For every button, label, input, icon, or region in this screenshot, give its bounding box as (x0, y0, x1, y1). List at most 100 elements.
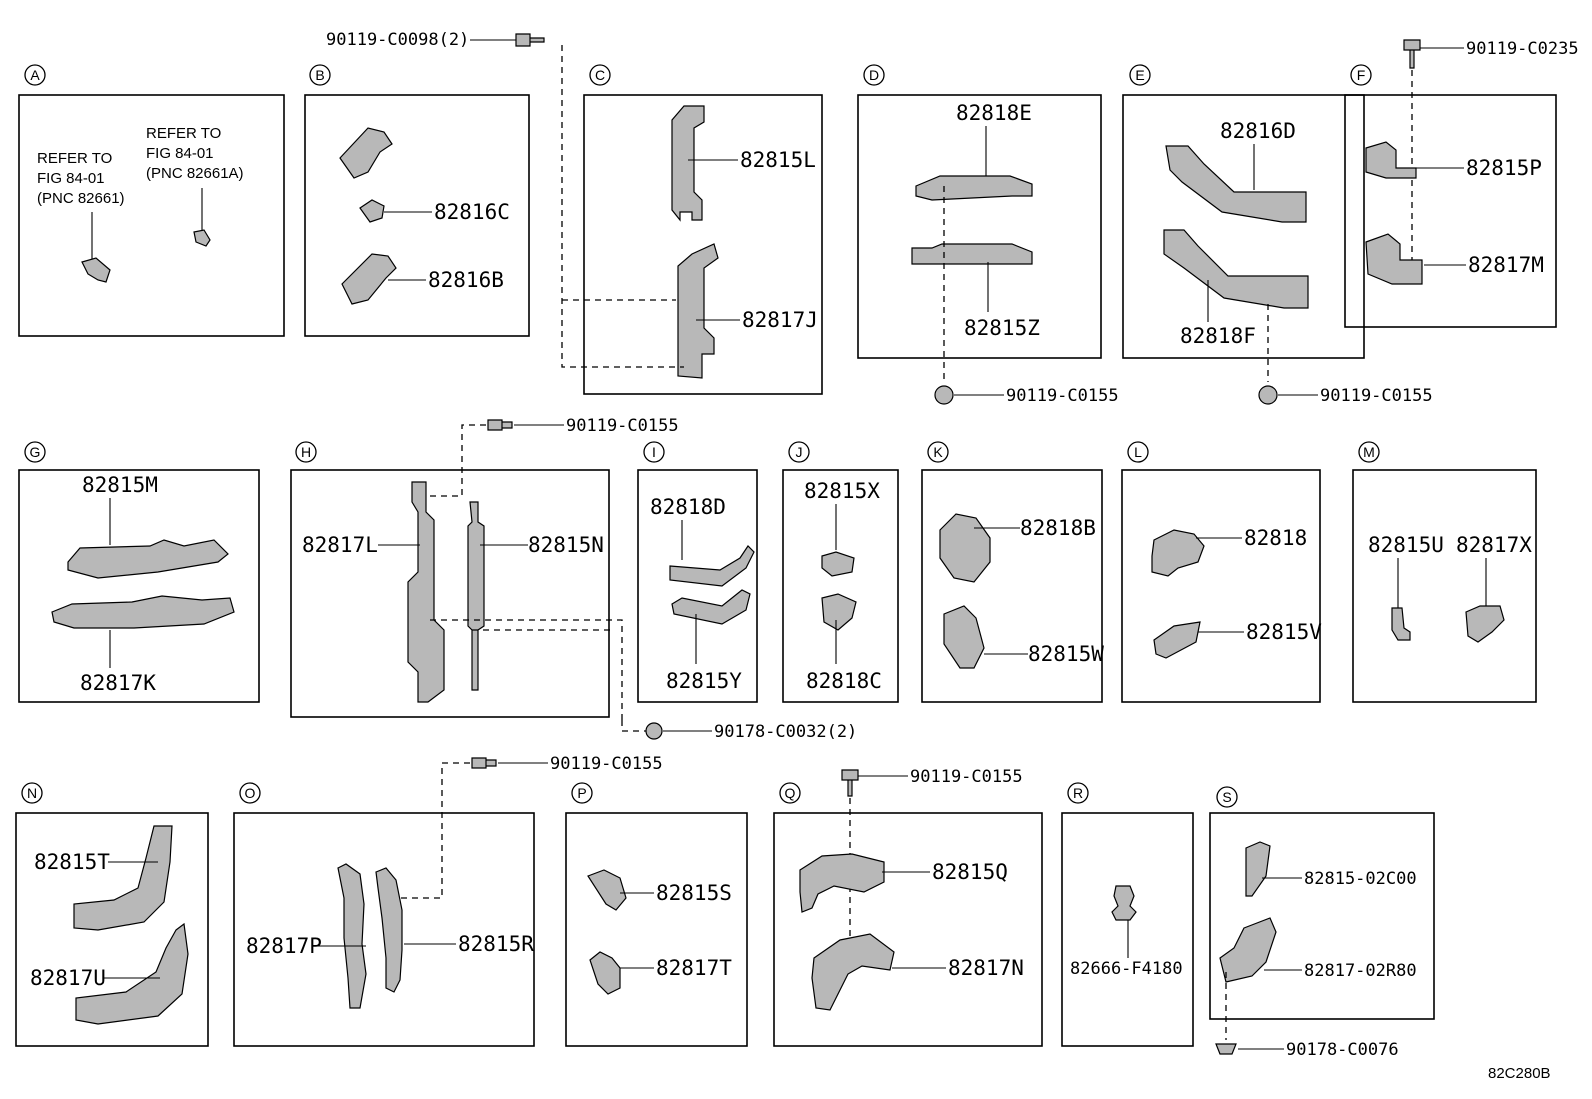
svg-text:E: E (1135, 67, 1144, 83)
svg-text:B: B (315, 67, 324, 83)
bracket-part-82817m (1365, 233, 1423, 285)
section-q-content: 90119-C0155 82815Q 82817N (799, 767, 1024, 1011)
fastener-label-90119-c0098: 90119-C0098(2) (326, 30, 469, 50)
section-letter-h: H (295, 441, 317, 463)
section-letter-l: L (1127, 441, 1149, 463)
label-82815y: 82815Y (666, 669, 742, 693)
bracket-part-82815q (799, 853, 885, 913)
bracket-part-82815-02c00 (1245, 841, 1271, 897)
box-g (18, 469, 260, 703)
section-letter-p: P (571, 782, 593, 804)
label-82815x: 82815X (804, 479, 880, 503)
box-i (637, 469, 758, 703)
bracket-part-82815y (671, 589, 751, 625)
section-letter-i: I (643, 441, 665, 463)
bolt-icon-e (1258, 385, 1278, 405)
bracket-part-82817l (407, 481, 445, 703)
bracket-part-82818f (1163, 229, 1309, 309)
svg-text:K: K (933, 444, 943, 460)
label-82818e: 82818E (956, 101, 1032, 125)
section-r-content: 82666-F4180 (1070, 885, 1183, 979)
section-letter-c: C (589, 64, 611, 86)
bolt-icon-o (471, 757, 497, 769)
section-a-content: REFER TO FIG 84-01 (PNC 82661) REFER TO … (37, 125, 244, 283)
box-k (921, 469, 1103, 703)
box-h (290, 469, 610, 718)
svg-text:M: M (1363, 444, 1375, 460)
label-82817u: 82817U (30, 966, 106, 990)
label-82815p: 82815P (1466, 156, 1542, 180)
box-j (782, 469, 899, 703)
box-c (583, 94, 823, 395)
section-letter-d: D (863, 64, 885, 86)
fastener-label-90178-c0076: 90178-C0076 (1286, 1040, 1399, 1060)
bracket-part-82815m (67, 539, 229, 579)
label-82817l: 82817L (302, 533, 378, 557)
bracket-part-82817p (337, 863, 367, 1009)
box-p (565, 812, 748, 1047)
section-f-content: 90119-C0235 82815P 82817M (1365, 39, 1579, 285)
label-82815t: 82815T (34, 850, 110, 874)
label-82818b: 82818B (1020, 516, 1096, 540)
section-letter-q: Q (779, 782, 801, 804)
box-n (15, 812, 209, 1047)
section-letter-a: A (24, 64, 46, 86)
svg-text:N: N (27, 785, 37, 801)
bracket-part-82818d (669, 545, 755, 587)
fastener-label-e: 90119-C0155 (1320, 386, 1433, 406)
section-letter-k: K (927, 441, 949, 463)
label-82817-02r80: 82817-02R80 (1304, 961, 1417, 981)
svg-text:F: F (1357, 67, 1366, 83)
section-d-content: 82818E 82815Z 90119-C0155 (911, 101, 1119, 406)
svg-text:I: I (652, 444, 656, 460)
bracket-part-82816d (1165, 145, 1307, 223)
bracket-part-82815n (467, 501, 485, 691)
label-82818f: 82818F (1180, 324, 1256, 348)
section-s-content: 82815-02C00 82817-02R80 90178-C0076 (1215, 841, 1417, 1060)
section-letter-g: G (24, 441, 46, 463)
section-letter-j: J (788, 441, 810, 463)
bracket-part-82816b (341, 253, 397, 305)
section-p-content: 82815S 82817T (587, 869, 732, 995)
label-82818d: 82818D (650, 495, 726, 519)
bracket-part-82817x (1465, 605, 1505, 643)
label-82815v: 82815V (1246, 620, 1322, 644)
section-letter-b: B (309, 64, 331, 86)
clip-part-a2 (193, 229, 211, 247)
bracket-part-82815r (375, 867, 403, 993)
svg-text:A: A (30, 67, 40, 83)
section-letter-f: F (1350, 64, 1372, 86)
box-d (857, 94, 1102, 359)
box-l (1121, 469, 1321, 703)
bracket-part-82815l (671, 105, 705, 222)
section-m-content: 82815U 82817X (1368, 533, 1532, 643)
bracket-part-82817-02r80 (1219, 917, 1277, 983)
svg-text:J: J (796, 444, 803, 460)
diagram-code: 82C280B (1488, 1065, 1551, 1082)
section-boxes (15, 94, 1557, 1047)
label-82817j: 82817J (742, 308, 818, 332)
svg-text:L: L (1134, 444, 1142, 460)
svg-text:H: H (301, 444, 311, 460)
section-letters: A B C D E F G H I J K L M N O P Q R S (21, 64, 1380, 808)
refer-note-2-line2: FIG 84-01 (146, 145, 214, 162)
label-82816b: 82816B (428, 268, 504, 292)
bolt-icon-q (841, 769, 859, 797)
section-c-content: 82815L 82817J 90119-C0098(2) (326, 30, 818, 379)
fastener-label-h: 90119-C0155 (566, 416, 679, 436)
refer-note-1-line1: REFER TO (37, 150, 112, 167)
label-82815s: 82815S (656, 881, 732, 905)
clip-part-a1 (81, 257, 111, 283)
bracket-part-82815w (943, 605, 985, 669)
bolt-icon-d (934, 385, 954, 405)
box-r (1061, 812, 1194, 1047)
section-i-content: 82818D 82815Y (650, 495, 755, 693)
box-b (304, 94, 530, 337)
svg-text:O: O (245, 785, 256, 801)
label-82815l: 82815L (740, 148, 816, 172)
label-82815n: 82815N (528, 533, 604, 557)
bracket-part-82815z (911, 243, 1033, 265)
label-82817n: 82817N (948, 956, 1024, 980)
section-letter-m: M (1358, 441, 1380, 463)
bracket-part-82815t (73, 825, 173, 931)
